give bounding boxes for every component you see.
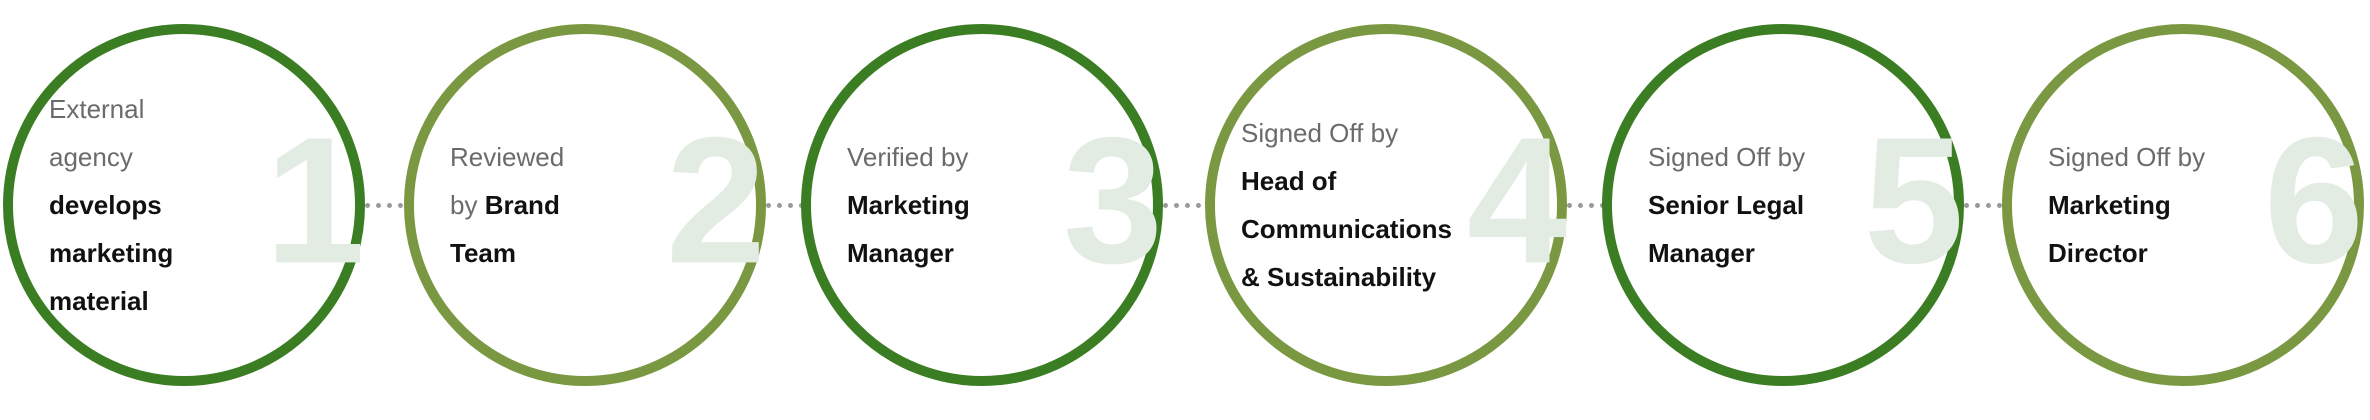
step-text-line: Signed Off by bbox=[2048, 142, 2206, 172]
step-text-bold: Brand bbox=[484, 190, 560, 220]
step-text-line: Team bbox=[450, 238, 516, 268]
step-text-line: Head of bbox=[1241, 166, 1337, 196]
step-text-line: Senior Legal bbox=[1648, 190, 1805, 220]
step-text-line: Signed Off by bbox=[1241, 118, 1399, 148]
step-text: Signed Off by Marketing Director bbox=[2048, 34, 2205, 376]
step-text: Verified by Marketing Manager bbox=[847, 34, 970, 376]
step-number: 1 bbox=[264, 100, 365, 302]
step-text-line: External bbox=[49, 94, 145, 124]
step-text-line: Verified by bbox=[847, 142, 969, 172]
step-5: 5 Signed Off by Senior Legal Manager bbox=[1602, 24, 1964, 386]
step-number: 2 bbox=[665, 100, 766, 302]
step-6: 6 Signed Off by Marketing Director bbox=[2002, 24, 2364, 386]
step-number: 3 bbox=[1062, 100, 1163, 302]
step-text-light: by bbox=[450, 190, 478, 220]
step-text: External agency develops marketing mater… bbox=[49, 34, 173, 376]
step-text-line: by Brand bbox=[450, 181, 564, 229]
step-text-line: Manager bbox=[847, 238, 954, 268]
connector bbox=[1964, 203, 2002, 208]
step-text: Signed Off by Senior Legal Manager bbox=[1648, 34, 1805, 376]
step-text: Reviewed by Brand Team bbox=[450, 34, 564, 376]
step-text-line: Communications bbox=[1241, 214, 1452, 244]
step-text-line: Manager bbox=[1648, 238, 1755, 268]
step-1: 1 External agency develops marketing mat… bbox=[3, 24, 365, 386]
step-text-line: marketing bbox=[49, 238, 174, 268]
step-text: Signed Off by Head of Communications & S… bbox=[1241, 34, 1452, 376]
step-text-line: Marketing bbox=[847, 190, 970, 220]
step-text-line: Director bbox=[2048, 238, 2148, 268]
connector bbox=[1163, 203, 1201, 208]
step-number: 4 bbox=[1466, 100, 1567, 302]
step-text-line: & Sustainability bbox=[1241, 262, 1437, 292]
connector bbox=[766, 203, 804, 208]
connector bbox=[365, 203, 403, 208]
step-number: 6 bbox=[2263, 100, 2364, 302]
step-text-line: agency bbox=[49, 142, 133, 172]
step-text-line: Reviewed bbox=[450, 142, 565, 172]
connector bbox=[1567, 203, 1605, 208]
step-text-line: Marketing bbox=[2048, 190, 2171, 220]
step-3: 3 Verified by Marketing Manager bbox=[801, 24, 1163, 386]
step-number: 5 bbox=[1863, 100, 1964, 302]
step-text-line: develops bbox=[49, 190, 162, 220]
step-2: 2 Reviewed by Brand Team bbox=[404, 24, 766, 386]
step-4: 4 Signed Off by Head of Communications &… bbox=[1205, 24, 1567, 386]
step-text-line: Signed Off by bbox=[1648, 142, 1806, 172]
step-text-line: material bbox=[49, 286, 149, 316]
